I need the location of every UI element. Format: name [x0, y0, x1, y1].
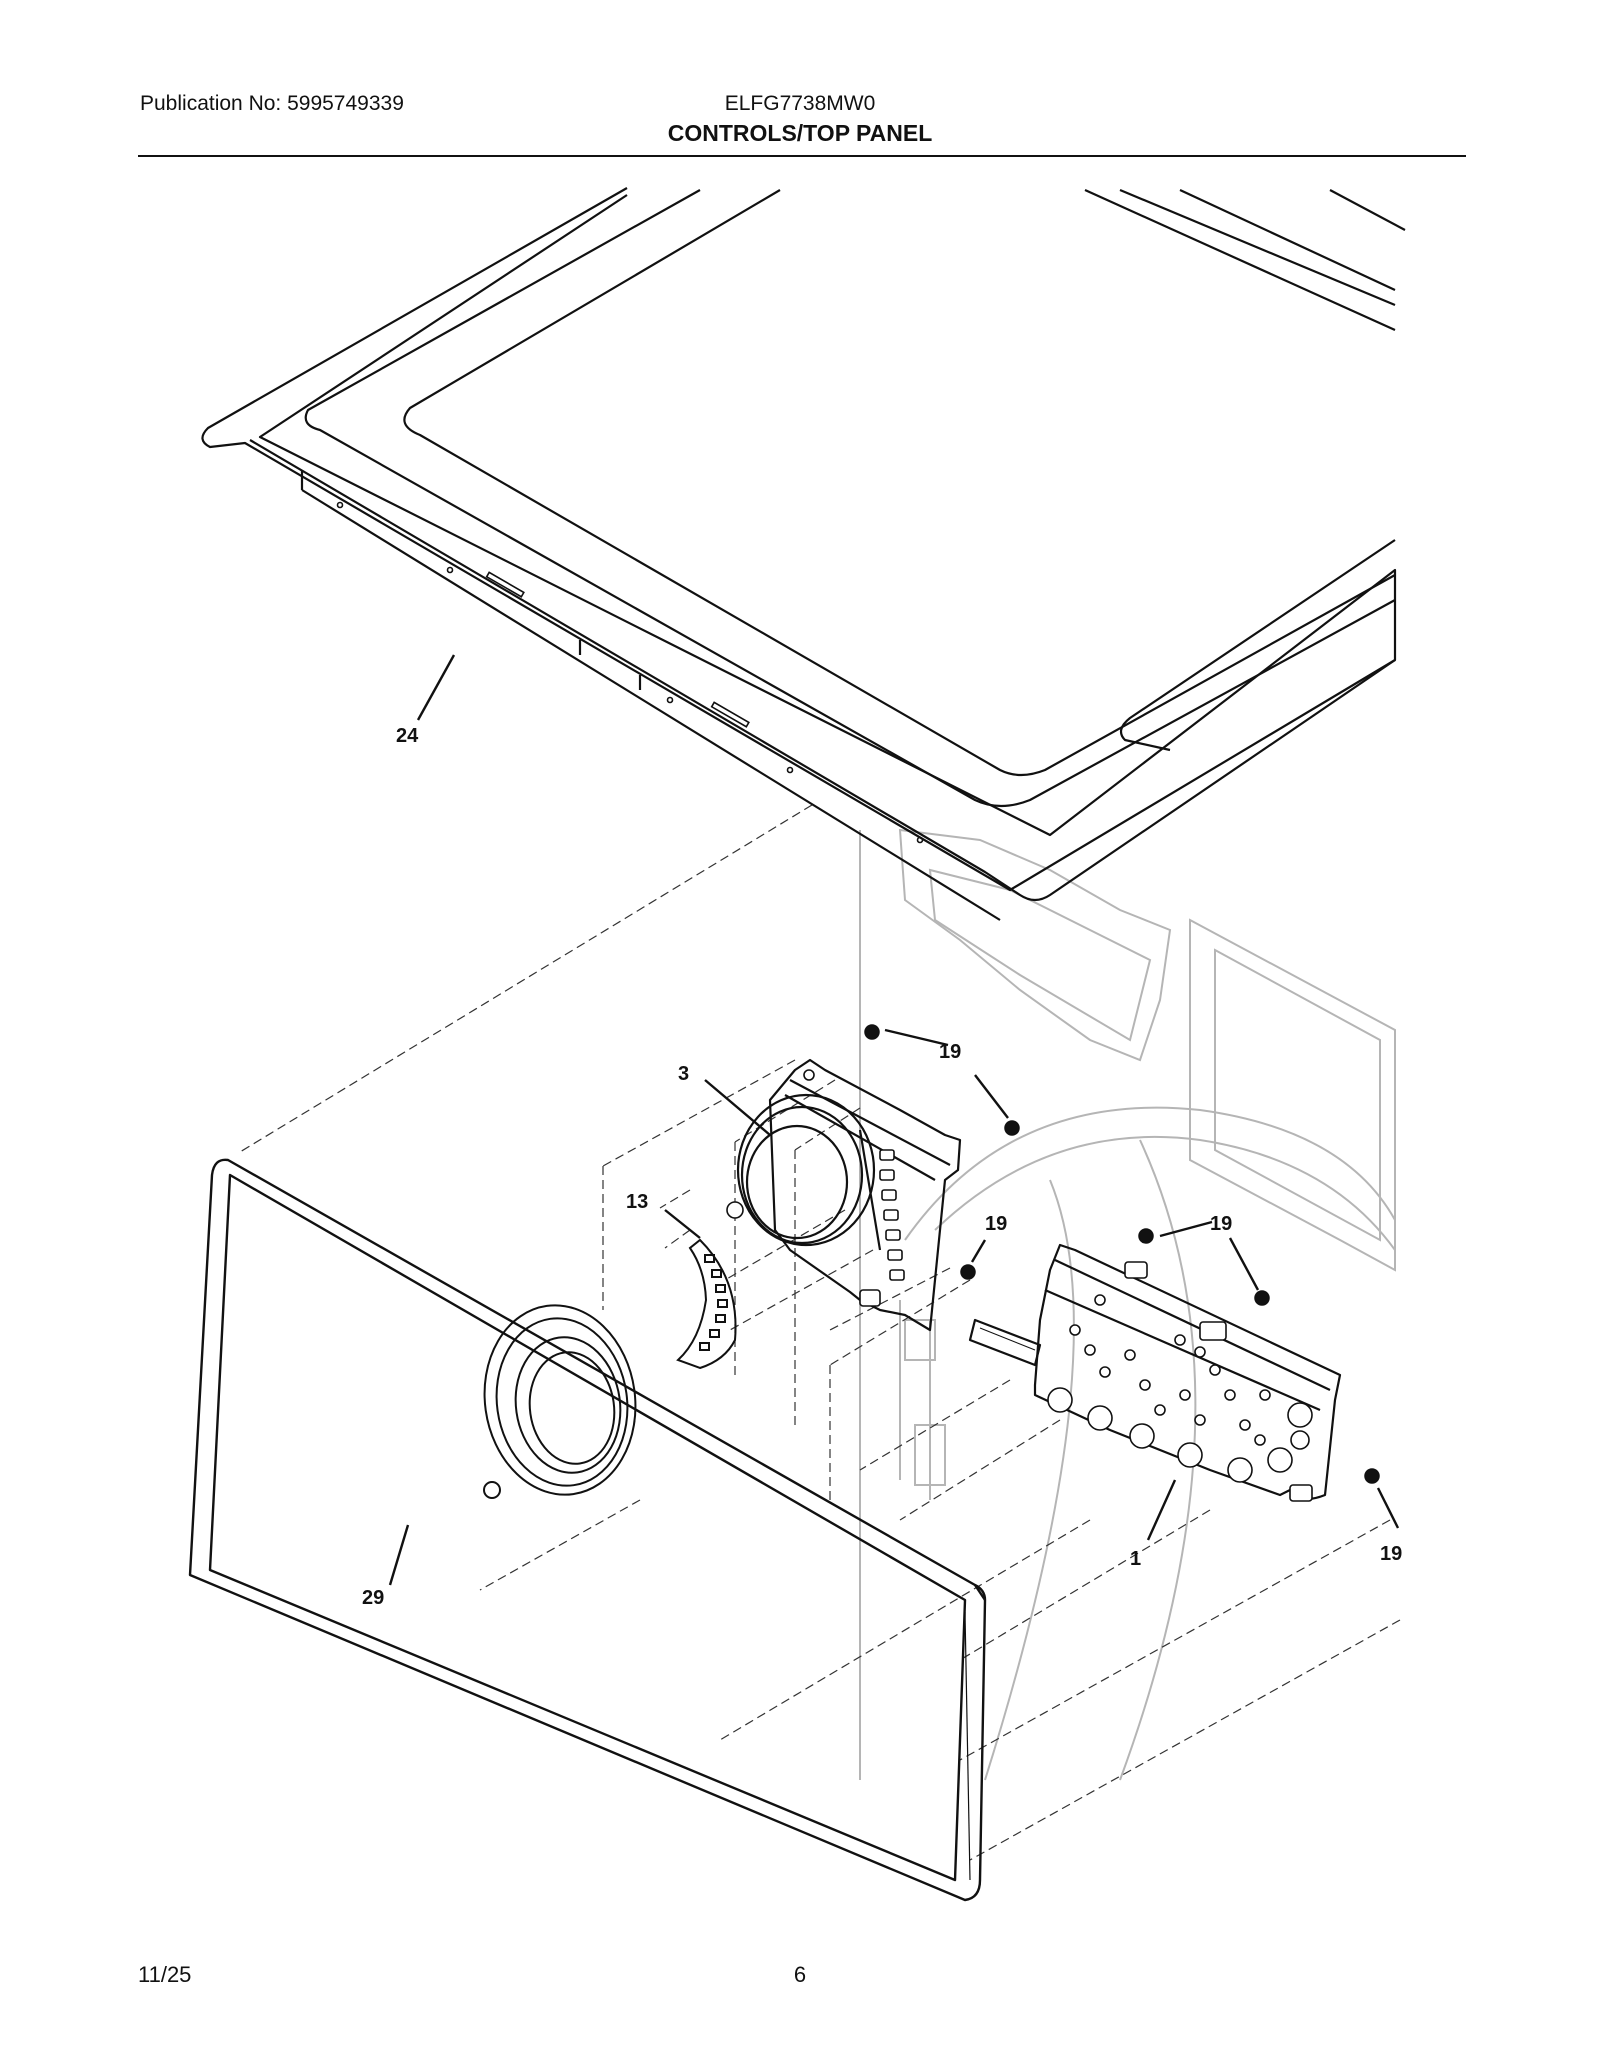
callout-24: 24: [396, 725, 419, 747]
callout-19-middle: 19: [985, 1213, 1007, 1235]
footer-date: 11/25: [138, 1962, 192, 1987]
callout-19-right: 19: [1210, 1213, 1232, 1235]
projection-lines: [239, 804, 1401, 1861]
console-panel: [188, 1158, 987, 1902]
callout-19-top: 19: [939, 1041, 961, 1063]
publication-number: Publication No: 5995749339: [140, 92, 404, 115]
callout-19-bottom: 19: [1380, 1543, 1402, 1565]
page-number: 6: [793, 1962, 807, 1987]
top-panel: [201, 187, 1406, 921]
main-control-housing: [736, 1058, 962, 1332]
section-title: CONTROLS/TOP PANEL: [667, 120, 933, 146]
callout-1: 1: [1130, 1548, 1141, 1570]
led-board: [676, 1238, 737, 1370]
callout-3: 3: [678, 1063, 689, 1085]
user-interface-buttons: [1047, 1261, 1313, 1502]
callout-13: 13: [626, 1191, 648, 1213]
model-number: ELFG7738MW0: [724, 92, 876, 115]
console-knob-opening: [483, 1304, 637, 1499]
cabinet-background: [859, 828, 1396, 1781]
screws: [864, 1024, 1380, 1484]
top-panel-slots: [336, 501, 924, 844]
main-control-details: [726, 1069, 905, 1307]
callout-29: 29: [362, 1587, 384, 1609]
leader-lines: [388, 654, 1400, 1586]
header-divider: [138, 155, 1466, 157]
